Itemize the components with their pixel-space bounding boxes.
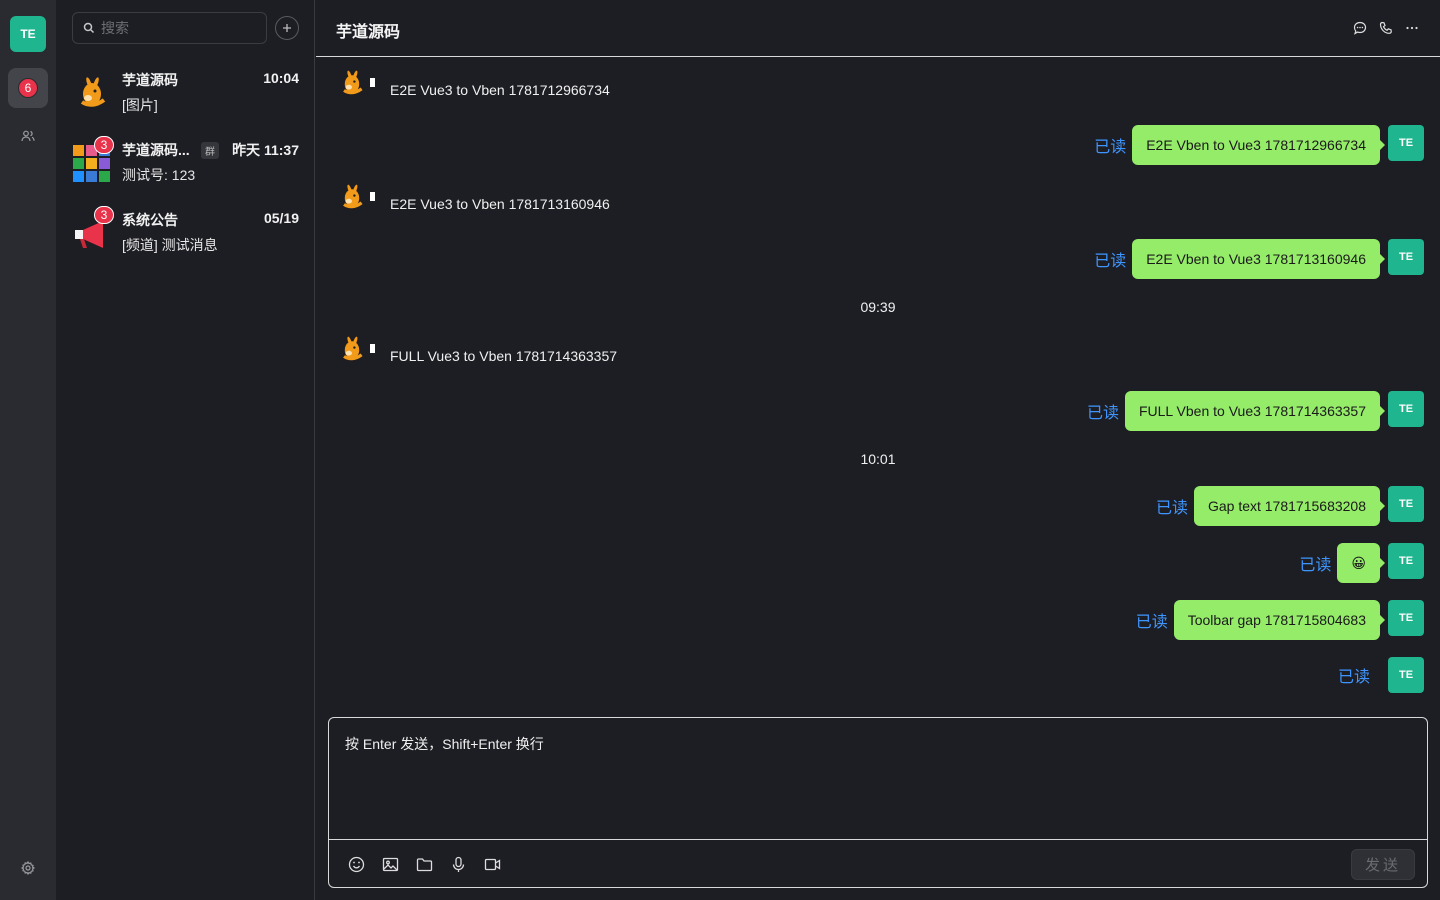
add-conversation-button[interactable]: [275, 16, 299, 40]
conversation-name: 系统公告: [122, 212, 178, 228]
incoming-message: FULL Vue3 to Vben 1781714363357: [336, 334, 617, 366]
search-icon: [83, 22, 95, 34]
conversation-time: 昨天 11:37: [232, 142, 299, 158]
send-button[interactable]: 发送: [1351, 849, 1415, 880]
my-avatar[interactable]: TE: [1388, 391, 1424, 427]
folder-icon[interactable]: [415, 855, 433, 873]
rail-chat-button[interactable]: 6: [8, 68, 48, 108]
sender-marker: [370, 344, 375, 353]
conversation-item[interactable]: 3 系统公告 05/19 [频道] 测试消息: [56, 206, 315, 274]
conversation-time: 05/19: [263, 210, 299, 226]
rail-contacts-button[interactable]: [8, 116, 48, 156]
my-avatar[interactable]: TE: [1388, 543, 1424, 579]
message-text: E2E Vue3 to Vben 1781712966734: [390, 82, 610, 98]
unread-badge: 3: [94, 206, 114, 224]
search-box[interactable]: [72, 12, 267, 44]
message-composer: 发送: [328, 717, 1428, 888]
conversation-panel: 芋道源码 10:04 [图片] 3 芋道源码... 群 昨天 11:37 测试号…: [56, 0, 315, 900]
chat-title: 芋道源码: [336, 24, 401, 41]
image-icon[interactable]: [381, 855, 399, 873]
rail-settings-button[interactable]: [8, 848, 48, 888]
conversation-item[interactable]: 芋道源码 10:04 [图片]: [56, 70, 315, 134]
chat-bubble-icon[interactable]: [1352, 20, 1368, 36]
read-status: 已读: [1299, 557, 1332, 574]
kangaroo-avatar[interactable]: [336, 334, 368, 366]
megaphone-icon: [72, 214, 112, 254]
my-avatar[interactable]: TE: [1388, 239, 1424, 275]
message-bubble[interactable]: E2E Vben to Vue3 1781712966734: [1132, 125, 1385, 165]
phone-icon[interactable]: [1378, 20, 1394, 36]
sender-marker: [370, 78, 375, 87]
read-status: 已读: [1094, 139, 1127, 156]
my-avatar[interactable]: TE: [1388, 125, 1424, 161]
incoming-message: E2E Vue3 to Vben 1781713160946: [336, 182, 610, 214]
microphone-icon[interactable]: [449, 855, 467, 873]
emoji-icon[interactable]: [347, 855, 365, 873]
conversation-preview: 测试号: 123: [122, 167, 196, 183]
user-avatar[interactable]: TE: [10, 16, 46, 52]
chat-area: 芋道源码 E2E Vue3 to Vben 1781712966734 已读 E2E…: [316, 0, 1440, 900]
message-input[interactable]: [345, 734, 1405, 834]
my-avatar[interactable]: TE: [1388, 657, 1424, 693]
read-status: 已读: [1094, 253, 1127, 270]
time-separator: 09:39: [860, 299, 896, 315]
video-icon[interactable]: [483, 855, 501, 873]
contacts-icon: [21, 130, 35, 142]
search-input[interactable]: [101, 20, 251, 36]
unread-badge: 6: [18, 78, 38, 98]
composer-toolbar: 发送: [329, 839, 1427, 887]
conversation-preview: [图片]: [122, 97, 158, 113]
my-avatar[interactable]: TE: [1388, 600, 1424, 636]
sender-marker: [370, 192, 375, 201]
unread-badge: 3: [94, 136, 114, 154]
conversation-name: 芋道源码: [122, 72, 178, 88]
plus-icon: [283, 24, 291, 32]
message-bubble[interactable]: Gap text 1781715683208: [1193, 486, 1386, 526]
my-avatar[interactable]: TE: [1388, 486, 1424, 522]
kangaroo-avatar[interactable]: [336, 68, 368, 100]
gear-icon: [21, 861, 35, 875]
conversation-time: 10:04: [263, 70, 299, 86]
kangaroo-avatar[interactable]: [336, 182, 368, 214]
read-status: 已读: [1135, 614, 1168, 631]
chat-header: 芋道源码: [316, 0, 1440, 57]
read-status: 已读: [1155, 500, 1188, 517]
conversation-name: 芋道源码...: [122, 142, 190, 158]
kangaroo-avatar: [72, 74, 112, 114]
incoming-message: E2E Vue3 to Vben 1781712966734: [336, 68, 610, 100]
read-status: 已读: [1086, 405, 1119, 422]
outgoing-message: 已读 😀TE: [1299, 543, 1424, 583]
message-text: E2E Vue3 to Vben 1781713160946: [390, 196, 610, 212]
more-icon[interactable]: [1404, 20, 1420, 36]
read-status: 已读: [1337, 669, 1370, 686]
message-bubble[interactable]: FULL Vben to Vue3 1781714363357: [1124, 391, 1386, 431]
message-bubble[interactable]: E2E Vben to Vue3 1781713160946: [1132, 239, 1385, 279]
conversation-preview: [频道] 测试消息: [122, 237, 218, 253]
time-separator: 10:01: [860, 451, 896, 467]
conversation-item[interactable]: 3 芋道源码... 群 昨天 11:37 测试号: 123: [56, 136, 315, 204]
outgoing-message: 已读 TE: [1338, 657, 1424, 693]
message-bubble[interactable]: Toolbar gap 1781715804683: [1173, 600, 1386, 640]
empty-message: [1376, 659, 1380, 691]
message-text: FULL Vue3 to Vben 1781714363357: [390, 348, 618, 364]
left-rail: TE 6: [0, 0, 56, 900]
group-tag: 群: [201, 142, 219, 159]
message-bubble[interactable]: 😀: [1337, 543, 1385, 583]
